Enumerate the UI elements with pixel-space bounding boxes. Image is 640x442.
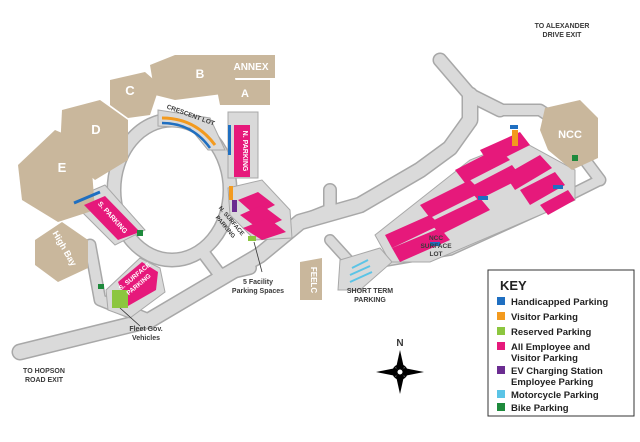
alexander-exit-label-2: DRIVE EXIT <box>543 32 583 39</box>
buildings <box>18 55 598 300</box>
building-feelc <box>300 258 322 300</box>
s-surface-reserved <box>112 290 128 308</box>
building-b-label: B <box>196 67 205 81</box>
short-term-label-2: PARKING <box>354 297 386 304</box>
parking-stalls <box>73 116 578 308</box>
building-d <box>60 100 128 180</box>
short-term-stalls <box>349 259 373 283</box>
fleet-callout-2: Vehicles <box>132 335 160 342</box>
ncc-surface-label-2: SURFACE <box>420 243 452 250</box>
key-swatch-visitor <box>497 312 505 320</box>
key-label-employee-2: Visitor Parking <box>511 353 578 364</box>
map-key-title: KEY <box>500 278 527 293</box>
n-surface-reserved <box>248 236 256 241</box>
building-annex <box>228 55 275 78</box>
key-label-motorcycle: Motorcycle Parking <box>511 390 599 401</box>
s-surface-bike <box>98 284 104 289</box>
compass-rose-icon <box>376 350 424 394</box>
s-parking-stalls <box>84 196 140 240</box>
building-ncc <box>540 100 598 170</box>
fleet-callout-1: Fleet Gov. <box>129 326 162 333</box>
n-surface-visitor <box>229 186 233 200</box>
hopson-exit-label-1: TO HOPSON <box>23 368 65 375</box>
key-label-ev-2: Employee Parking <box>511 377 594 388</box>
map-key: KEY Handicapped Parking Visitor Parking … <box>487 269 635 417</box>
building-c <box>110 72 160 118</box>
key-label-bike: Bike Parking <box>511 403 569 414</box>
compass-north-label: N <box>396 338 403 349</box>
building-annex-label: ANNEX <box>233 62 268 73</box>
fleet-callout-line <box>119 307 141 327</box>
key-swatch-ev <box>497 366 505 374</box>
building-a-label: A <box>241 88 249 100</box>
hopson-exit-label-2: ROAD EXIT <box>25 377 64 384</box>
key-swatch-handicapped <box>497 297 505 305</box>
ncc-handicap-3 <box>553 185 563 189</box>
ncc-visitor <box>512 130 518 146</box>
alexander-exit-label-1: TO ALEXANDER <box>535 23 590 30</box>
building-e-label: E <box>58 160 67 175</box>
key-swatch-reserved <box>497 327 505 335</box>
map-key-box <box>487 269 635 417</box>
ncc-surface-label-3: LOT <box>430 251 443 258</box>
n-surface-ev <box>232 200 237 212</box>
n-parking-label: N. PARKING <box>241 131 248 172</box>
n-parking-stalls <box>234 125 250 177</box>
crescent-handicap-stalls <box>161 121 212 149</box>
key-label-ev-1: EV Charging Station <box>511 366 603 377</box>
building-c-label: C <box>125 83 135 98</box>
key-label-handicapped: Handicapped Parking <box>511 297 608 308</box>
ncc-handicap-4 <box>510 125 518 129</box>
facility-callout-line <box>253 241 263 273</box>
building-high-bay <box>35 222 88 282</box>
key-label-visitor: Visitor Parking <box>511 312 578 323</box>
building-a <box>215 80 270 105</box>
key-swatch-employee <box>497 342 505 350</box>
n-parking-handicap <box>228 125 231 155</box>
ncc-handicap-2 <box>478 196 488 200</box>
building-b <box>150 55 238 100</box>
facility-callout-2: Parking Spaces <box>232 288 284 295</box>
facility-callout-1: 5 Facility <box>243 279 273 286</box>
key-swatch-motorcycle <box>497 390 505 398</box>
crescent-visitor-stalls <box>161 116 217 146</box>
ncc-bike <box>572 155 578 161</box>
key-swatch-bike <box>497 403 505 411</box>
key-label-reserved: Reserved Parking <box>511 327 591 338</box>
building-d-label: D <box>91 122 100 137</box>
building-feelc-label: FEELC <box>309 267 318 293</box>
s-parking-bike <box>137 230 143 236</box>
ncc-surface-label-1: NCC <box>429 235 443 242</box>
ncc-handicap-1 <box>430 242 440 246</box>
key-label-employee-1: All Employee and <box>511 342 590 353</box>
short-term-label-1: SHORT TERM <box>347 288 393 295</box>
s-parking-handicap <box>73 190 101 205</box>
building-ncc-label: NCC <box>558 129 582 141</box>
